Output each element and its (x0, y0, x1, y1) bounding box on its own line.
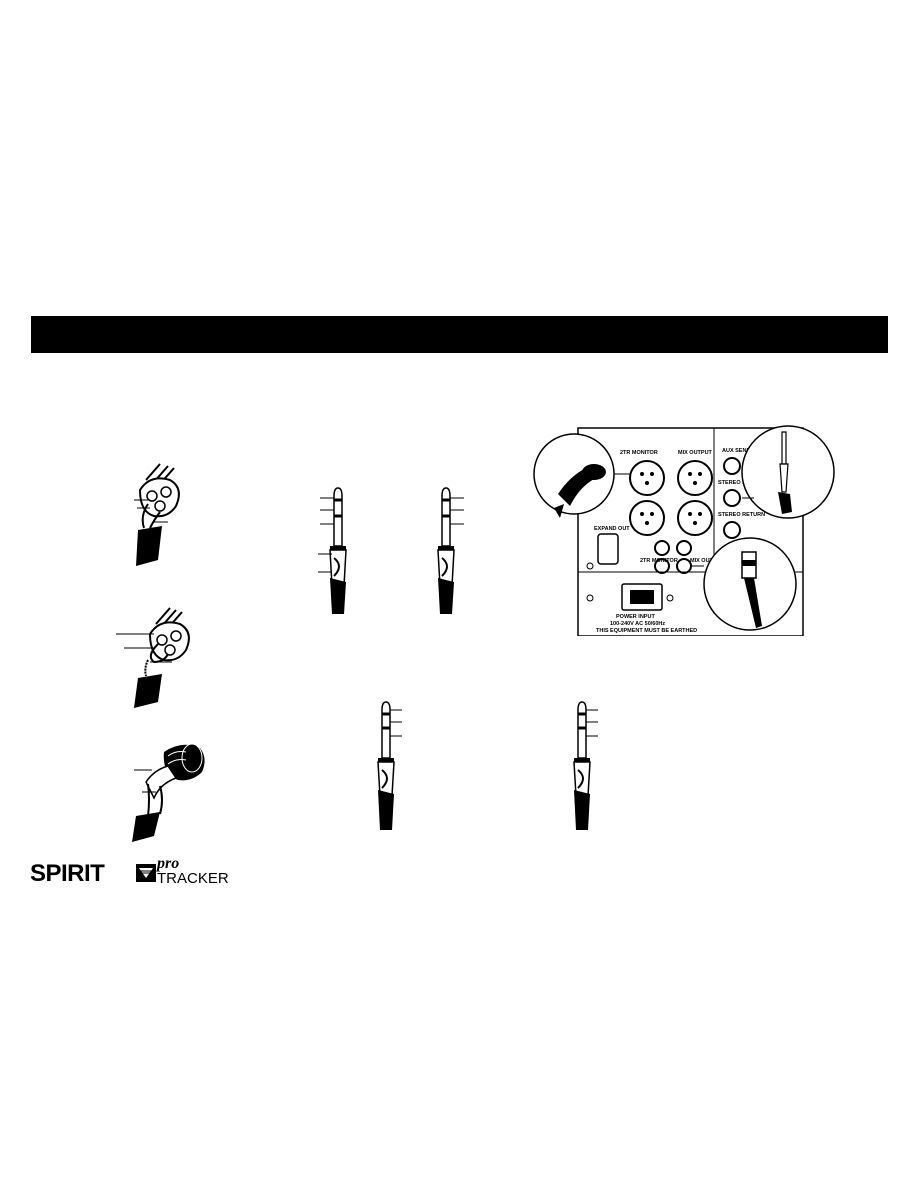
svg-text:AUX SEND: AUX SEND (722, 448, 750, 454)
logo-brand: SPIRIT (30, 860, 105, 887)
xlr-female-connector-icon (132, 743, 205, 842)
svg-text:EXPAND OUT: EXPAND OUT (594, 526, 630, 532)
svg-text:POWER INPUT: POWER INPUT (616, 614, 655, 620)
xlr-male-unbalanced-connector-icon (116, 607, 190, 708)
spirit-logo-mark-icon (136, 864, 156, 882)
svg-text:THIS EQUIPMENT MUST BE EARTHED: THIS EQUIPMENT MUST BE EARTHED (596, 628, 697, 634)
svg-text:2TR MONITOR: 2TR MONITOR (620, 450, 658, 456)
trs-jack-icon (573, 701, 598, 830)
svg-text:100-240V AC 50/60Hz: 100-240V AC 50/60Hz (610, 621, 665, 627)
header-bar (31, 316, 888, 353)
svg-text:STEREO RETURN: STEREO RETURN (718, 512, 765, 518)
svg-text:STEREO RETURN: STEREO RETURN (718, 480, 765, 486)
trs-jack-icon (318, 487, 347, 614)
logo-product: TRACKER (157, 870, 229, 887)
svg-text:2TR MONITOR: 2TR MONITOR (640, 558, 678, 564)
spirit-protracker-logo: SPIRIT pro TRACKER (30, 856, 229, 888)
rear-panel-illustration: 2TR MONITOR MIX OUTPUT AUX SEND STEREO R… (533, 425, 835, 636)
logo-pro: pro (157, 855, 180, 872)
ts-jack-icon (437, 487, 464, 614)
svg-text:MIX OUTPUT: MIX OUTPUT (690, 558, 725, 564)
svg-text:MIX OUTPUT: MIX OUTPUT (678, 450, 713, 456)
trs-jack-icon (377, 701, 402, 830)
xlr-male-connector-icon (134, 463, 180, 566)
